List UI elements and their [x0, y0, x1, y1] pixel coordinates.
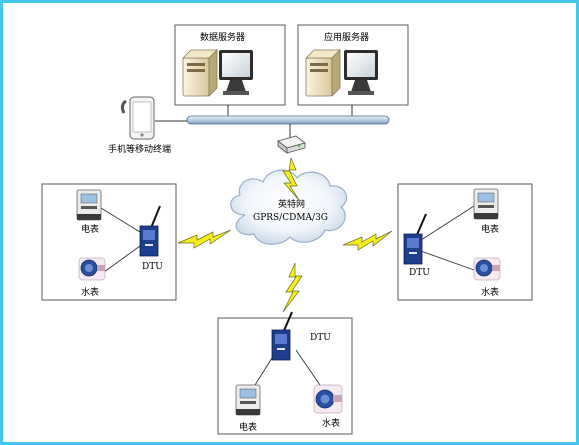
app-server-label: 应用服务器 [324, 33, 370, 43]
lightning-icon-top [282, 156, 300, 201]
right-water-meter-label: 水表 [481, 288, 500, 298]
cloud-protocol-label: GPRS/CDMA/3G [253, 213, 328, 223]
left-dtu-label: DTU [142, 262, 163, 272]
bottom-dtu-icon [271, 311, 293, 361]
lightning-icon-right [342, 230, 393, 251]
bottom-electric-meter-label: 电表 [239, 423, 258, 433]
bottom-water-meter-icon [313, 384, 343, 414]
left-water-meter-label: 水表 [81, 288, 100, 298]
right-electric-meter-label: 电表 [481, 225, 500, 235]
right-dtu-label: DTU [409, 268, 430, 278]
left-electric-meter-icon [76, 189, 102, 221]
cloud-name-label: 英特网 [278, 200, 306, 210]
right-dtu-icon [403, 213, 427, 265]
router-icon [277, 135, 306, 154]
network-bus [186, 115, 390, 125]
bottom-water-meter-label: 水表 [322, 419, 341, 429]
left-electric-meter-label: 电表 [81, 225, 100, 235]
left-water-meter-icon [78, 257, 106, 281]
data-server-icon [182, 49, 253, 97]
lightning-icon-left [177, 229, 232, 249]
right-water-meter-icon [473, 257, 501, 281]
internet-cloud [230, 169, 348, 245]
mobile-device-icon [120, 96, 155, 140]
bottom-electric-meter-icon [235, 384, 261, 416]
bottom-dtu-label: DTU [310, 333, 331, 343]
app-server-icon [305, 49, 378, 97]
right-electric-meter-icon [473, 188, 499, 220]
data-server-label: 数据服务器 [200, 33, 246, 43]
mobile-terminal-label: 手机等移动终端 [108, 145, 172, 155]
left-dtu-icon [139, 205, 161, 257]
lightning-icon-bottom [282, 262, 303, 313]
